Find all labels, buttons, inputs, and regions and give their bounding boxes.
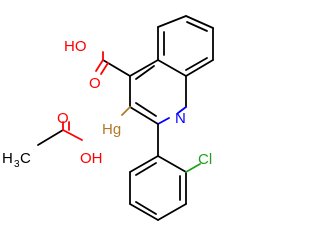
mercury-bond (121, 106, 131, 116)
acetic-acid (37, 121, 83, 146)
acetic-hydroxyl-label: OH (80, 150, 103, 167)
chlorine-label: Cl (198, 151, 212, 168)
carbonyl-oxygen-label: O (89, 75, 101, 92)
chlorophenyl-ring (129, 123, 201, 221)
acetic-oxygen-label: O (57, 110, 69, 127)
methyl-h-label: H (2, 150, 13, 167)
carboxyl-group (95, 51, 131, 77)
ring-nitrogen-label: N (175, 110, 186, 127)
pyridine-ring (129, 59, 187, 125)
hydroxyl-label: HO (64, 38, 87, 55)
mercury-label: Hg (102, 121, 121, 138)
benzo-ring (157, 15, 214, 77)
methyl-c-label: C (20, 150, 31, 167)
molecule-structure-diagram: HO O N Hg Cl OH O H 3 C (2, 15, 214, 221)
methyl-subscript-label: 3 (14, 159, 20, 170)
